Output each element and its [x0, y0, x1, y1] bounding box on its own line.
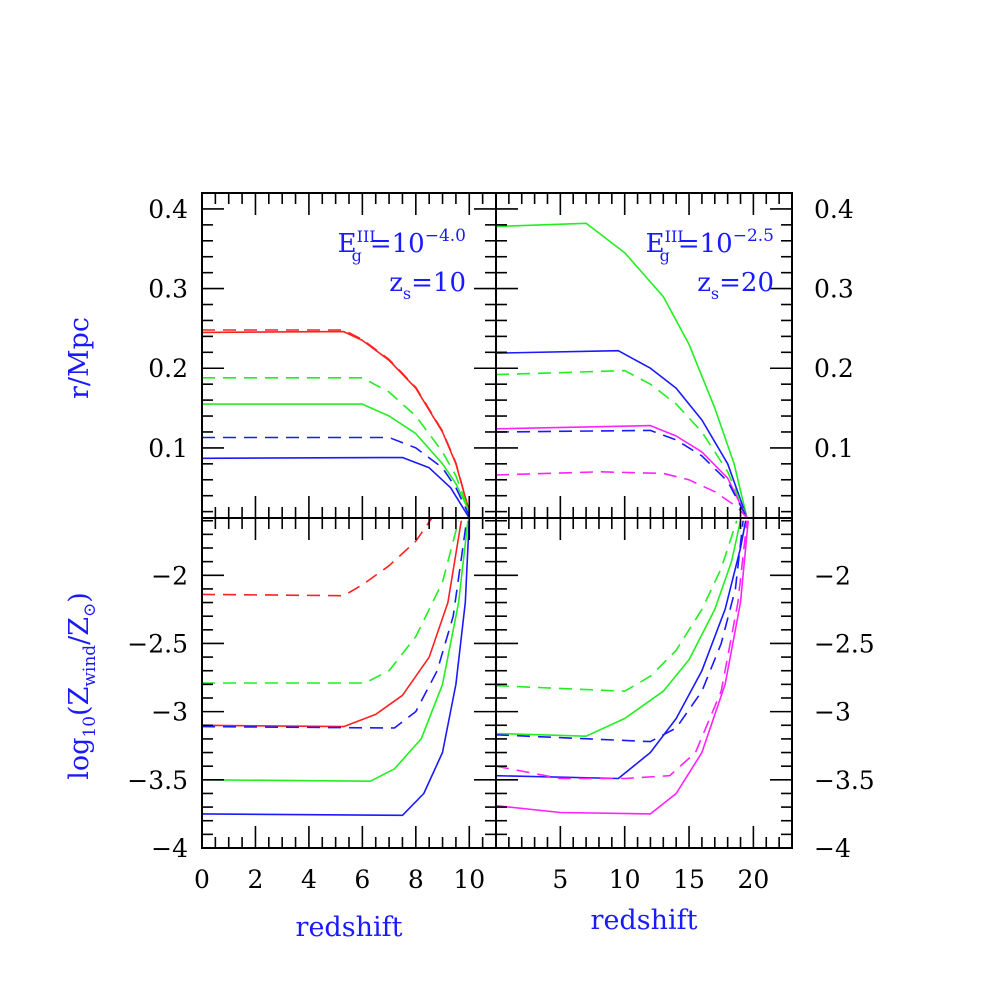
- y-tick-label: −2: [151, 561, 188, 590]
- y-tick-label: −4: [151, 834, 188, 863]
- series-magenta-solid: [496, 424, 748, 518]
- series-blue-solid: [496, 349, 748, 518]
- series-green-dashed: [496, 369, 748, 518]
- series-red-solid: [202, 330, 471, 512]
- x-tick-label: 5: [552, 865, 568, 894]
- series-green-dashed: [202, 520, 460, 684]
- series-blue-solid: [202, 518, 471, 817]
- x-tick-label: 4: [301, 865, 317, 894]
- curves-layer: [202, 222, 749, 817]
- series-green-dashed: [496, 520, 738, 693]
- x-tick-label: 0: [194, 865, 210, 894]
- y-tick-label: 0.2: [148, 354, 188, 383]
- series-green-solid: [496, 222, 748, 518]
- y-tick-label: 0.4: [814, 195, 854, 224]
- series-blue-dashed: [496, 520, 744, 743]
- series-blue-dashed: [496, 429, 748, 518]
- x-tick-label: 6: [354, 865, 370, 894]
- x-axis-title-right: redshift: [591, 905, 698, 936]
- series-blue-solid: [202, 456, 470, 518]
- series-magenta-dashed: [496, 520, 748, 780]
- y-tick-label: 0.3: [148, 275, 188, 304]
- x-axis-title-left: redshift: [296, 912, 403, 943]
- series-red-dashed: [202, 329, 471, 512]
- x-tick-label: 8: [408, 865, 424, 894]
- x-tick-label: 2: [248, 865, 264, 894]
- x-tick-label: 20: [737, 865, 769, 894]
- y-tick-label: −3.5: [814, 766, 875, 795]
- y-tick-label: −2.5: [127, 629, 188, 658]
- y-tick-label: −4: [814, 834, 851, 863]
- y-axis-title-top: r/Mpc: [64, 317, 95, 399]
- svg-text:zs=10: zs=10: [389, 268, 466, 303]
- y-tick-label: −3: [814, 698, 851, 727]
- series-red-solid: [202, 520, 463, 728]
- y-tick-label: −2: [814, 561, 851, 590]
- y-tick-label: −3: [151, 698, 188, 727]
- x-tick-label: 10: [453, 865, 485, 894]
- y-tick-label: 0.1: [148, 434, 188, 463]
- series-green-solid: [202, 403, 471, 512]
- series-green-dashed: [202, 376, 471, 512]
- ticks-layer: [202, 193, 792, 848]
- svg-text:zs=20: zs=20: [697, 268, 774, 303]
- y-tick-label: 0.1: [814, 434, 854, 463]
- series-green-solid: [496, 520, 742, 738]
- y-tick-label: 0.4: [148, 195, 188, 224]
- y-tick-label: 0.2: [814, 354, 854, 383]
- series-magenta-dashed: [496, 470, 748, 518]
- y-axis-title-bottom: log10(Zwind/Z⊙): [64, 592, 100, 780]
- series-magenta-solid: [496, 520, 749, 815]
- x-tick-label: 15: [673, 865, 705, 894]
- series-green-solid: [202, 520, 469, 783]
- series-blue-dashed: [202, 520, 468, 729]
- y-tick-label: −2.5: [814, 629, 875, 658]
- y-tick-label: −3.5: [127, 766, 188, 795]
- series-red-dashed: [202, 518, 433, 597]
- series-blue-dashed: [202, 436, 471, 516]
- series-blue-solid: [496, 520, 747, 780]
- y-tick-label: 0.3: [814, 275, 854, 304]
- x-tick-label: 10: [609, 865, 641, 894]
- panel-frames: [201, 192, 793, 849]
